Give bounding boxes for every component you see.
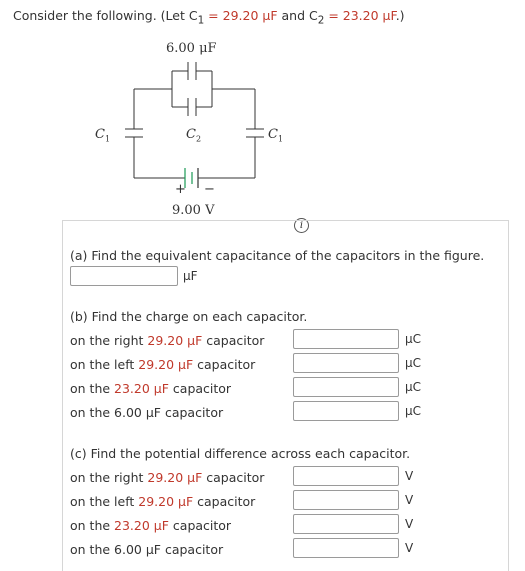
circuit-diagram (125, 62, 264, 188)
part-c-prompt: (c) Find the potential difference across… (70, 446, 411, 461)
part-b-row-2-unit: μC (405, 356, 422, 370)
part-b-row-4-input[interactable] (293, 401, 399, 421)
part-c-row-4-unit: V (405, 541, 414, 555)
answer-panel (62, 220, 509, 571)
part-b-row-2-label: on the left 29.20 μF capacitor (70, 357, 256, 372)
part-a-unit: μF (183, 269, 198, 283)
part-c-row-1-input[interactable] (293, 466, 399, 486)
middle-capacitor-label: C2 (186, 127, 202, 144)
intro-prefix: Consider the following. (Let (13, 8, 189, 23)
part-c-row-1-unit: V (405, 469, 414, 483)
c2-value: = 23.20 μF (324, 8, 396, 23)
left-capacitor-label: C1 (95, 127, 111, 144)
part-c-row-2-input[interactable] (293, 490, 399, 510)
intro-suffix: .) (395, 8, 405, 23)
part-a-input[interactable] (70, 266, 178, 286)
part-a-prompt: (a) Find the equivalent capacitance of t… (70, 248, 485, 263)
part-c-row-4-label: on the 6.00 μF capacitor (70, 542, 224, 557)
battery-plus-label: + (175, 182, 186, 197)
part-b-row-3-label: on the 23.20 μF capacitor (70, 381, 232, 396)
c1-value: = 29.20 μF (204, 8, 278, 23)
part-c-row-3-unit: V (405, 517, 414, 531)
part-b-row-4-unit: μC (405, 404, 422, 418)
intro-and: and (277, 8, 309, 23)
info-icon[interactable]: i (294, 218, 309, 233)
part-c-row-4-input[interactable] (293, 538, 399, 558)
part-c-row-2-label: on the left 29.20 μF capacitor (70, 494, 256, 509)
part-c-row-3-input[interactable] (293, 514, 399, 534)
c1-symbol: C1 (188, 8, 205, 27)
part-b-row-4-label: on the 6.00 μF capacitor (70, 405, 224, 420)
battery-voltage-label: 9.00 V (172, 203, 215, 218)
part-b-row-3-unit: μC (405, 380, 422, 394)
circuit-wires (125, 62, 264, 179)
part-c-row-2-unit: V (405, 493, 414, 507)
part-c-row-3-label: on the 23.20 μF capacitor (70, 518, 232, 533)
part-b-row-3-input[interactable] (293, 377, 399, 397)
part-c-row-1-label: on the right 29.20 μF capacitor (70, 470, 265, 485)
part-b-prompt: (b) Find the charge on each capacitor. (70, 309, 308, 324)
part-b-row-1-label: on the right 29.20 μF capacitor (70, 333, 265, 348)
part-b-row-1-unit: μC (405, 332, 422, 346)
battery-symbol (184, 168, 199, 188)
battery-minus-label: − (204, 182, 215, 197)
right-capacitor-label: C1 (268, 127, 284, 144)
problem-intro: Consider the following. (Let C1 = 29.20 … (13, 8, 405, 27)
part-b-row-1-input[interactable] (293, 329, 399, 349)
c2-symbol: C2 (309, 8, 325, 27)
part-b-row-2-input[interactable] (293, 353, 399, 373)
top-capacitor-label: 6.00 μF (166, 41, 217, 56)
